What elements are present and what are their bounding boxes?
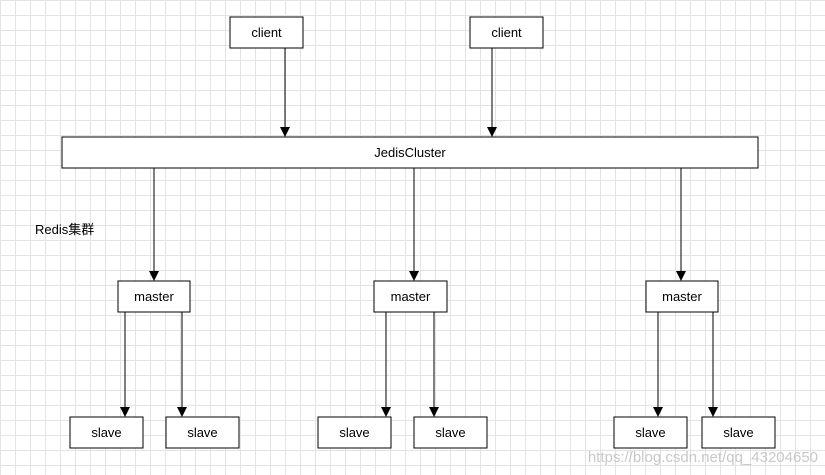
watermark-text: https://blog.csdn.net/qq_43204650 <box>588 449 818 466</box>
client-node-1: client <box>229 16 304 49</box>
slave-label: slave <box>187 425 217 440</box>
slave-label: slave <box>91 425 121 440</box>
slave-node-1-2: slave <box>165 416 240 449</box>
jedis-cluster-node: JedisCluster <box>61 136 759 169</box>
master-label: master <box>662 289 702 304</box>
slave-label: slave <box>339 425 369 440</box>
slave-node-2-2: slave <box>413 416 488 449</box>
master-node-2: master <box>373 280 448 313</box>
redis-cluster-label: Redis集群 <box>35 222 94 237</box>
cluster-label: JedisCluster <box>374 145 446 160</box>
client-node-2: client <box>469 16 544 49</box>
slave-node-3-2: slave <box>701 416 776 449</box>
slave-label: slave <box>723 425 753 440</box>
slave-node-2-1: slave <box>317 416 392 449</box>
client-label: client <box>491 25 522 40</box>
slave-label: slave <box>635 425 665 440</box>
master-node-3: master <box>645 280 719 313</box>
master-label: master <box>134 289 174 304</box>
slave-label: slave <box>435 425 465 440</box>
connectors <box>120 48 718 417</box>
slave-node-1-1: slave <box>69 416 144 449</box>
slave-node-3-1: slave <box>613 416 688 449</box>
master-node-1: master <box>117 280 191 313</box>
master-label: master <box>391 289 431 304</box>
client-label: client <box>251 25 282 40</box>
